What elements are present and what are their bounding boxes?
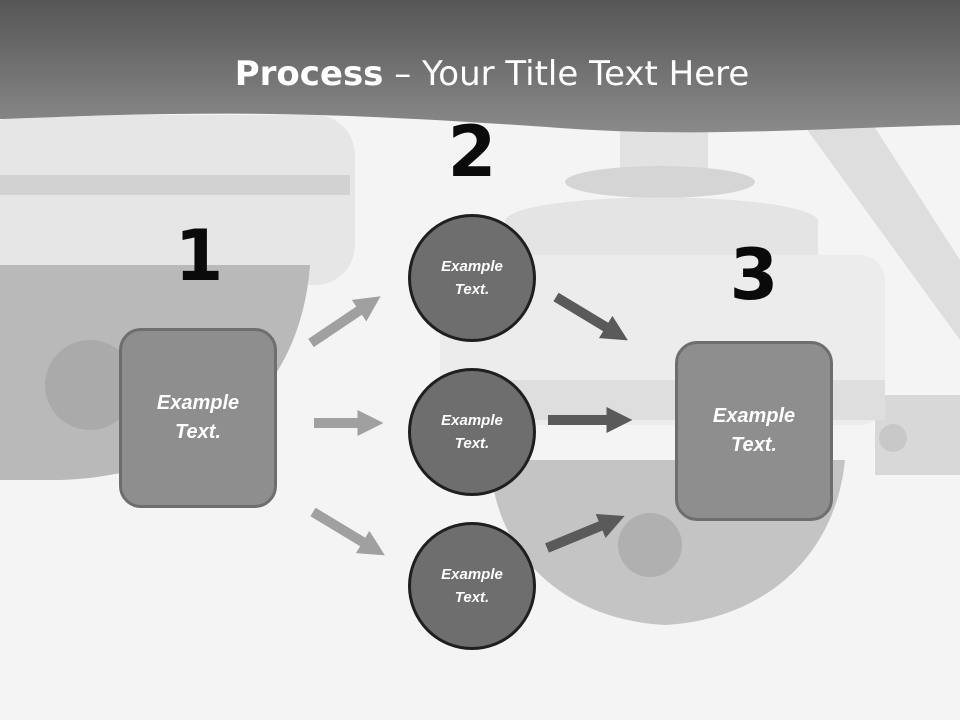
step-1-text: Example Text. <box>156 392 240 443</box>
step-1-box: Example Text. <box>119 328 277 508</box>
step-2-text-middle: Example Text. <box>441 412 503 452</box>
step-2-circle-middle: Example Text. <box>408 368 536 496</box>
title-rest: – Your Title Text Here <box>383 54 750 94</box>
step-2-text-bottom: Example Text. <box>441 566 503 606</box>
title-bold: Process <box>234 54 384 94</box>
step-3-text: Example Text. <box>712 405 796 456</box>
step-2-text-top: Example Text. <box>441 258 503 298</box>
step-2-circle-top: Example Text. <box>408 214 536 342</box>
step-1-number: 1 <box>174 215 224 297</box>
arrow-1-to-top <box>308 296 381 348</box>
arrow-bottom-to-3 <box>545 513 625 553</box>
slide-title: Process – Your Title Text Here <box>0 54 960 94</box>
step-3-number: 3 <box>729 234 779 316</box>
step-2-circle-bottom: Example Text. <box>408 522 536 650</box>
step-2-number: 2 <box>447 111 497 193</box>
step-3-box: Example Text. <box>675 341 833 521</box>
arrow-1-to-bottom <box>310 507 385 556</box>
arrow-top-to-3 <box>553 292 628 341</box>
